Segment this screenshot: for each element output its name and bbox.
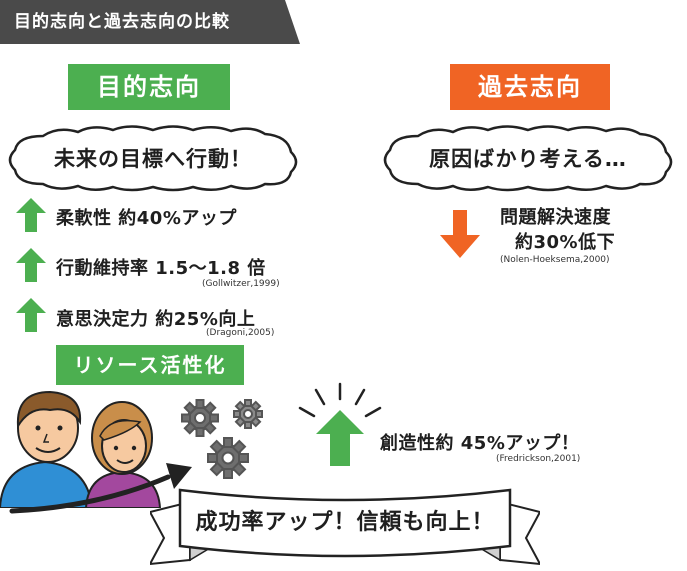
citation-nolen-hoeksema: (Nolen-Hoeksema,2000) (500, 255, 610, 265)
past-oriented-label: 過去志向 (450, 64, 610, 110)
resource-activation-label: リソース活性化 (56, 345, 244, 385)
progress-arrow-icon (9, 463, 192, 514)
past-thought-text: 原因ばかり考える… (429, 147, 627, 171)
cloud-shape (8, 125, 298, 192)
header-tag: 目的志向と過去志向の比較 (0, 0, 300, 44)
gear-large (181, 399, 219, 437)
gears-icon (181, 399, 263, 479)
up-arrow-icon (16, 298, 46, 332)
cloud-shape (383, 125, 673, 192)
gear-medium (207, 437, 249, 479)
big-up-arrow-icon (316, 410, 364, 466)
citation-gollwitzer: (Gollwitzer,1999) (202, 279, 280, 289)
problem-solving-stat-line1: 問題解決速度 (500, 207, 611, 228)
goal-oriented-label: 目的志向 (68, 64, 230, 110)
past-thought-cloud: 原因ばかり考える… (378, 122, 678, 194)
page-title: 目的志向と過去志向の比較 (14, 12, 230, 32)
up-arrow-icon (16, 248, 46, 282)
ribbon-shape (150, 488, 540, 566)
citation-fredrickson: (Fredrickson,2001) (496, 454, 581, 464)
flexibility-stat: 柔軟性 約40%アップ (56, 208, 237, 229)
citation-dragoni: (Dragoni,2005) (206, 328, 275, 338)
header-tag-shape (0, 0, 300, 44)
result-banner: 成功率アップ！信頼も向上！ (150, 482, 540, 566)
persistence-stat: 行動維持率 1.5〜1.8 倍 (56, 258, 266, 279)
creativity-stat: 創造性約 45%アップ！ (380, 433, 580, 454)
down-arrow-icon (440, 210, 480, 258)
goal-thought-text: 未来の目標へ行動！ (54, 147, 252, 171)
problem-solving-stat-line2: 約30%低下 (515, 232, 616, 253)
goal-thought-cloud: 未来の目標へ行動！ (3, 122, 303, 194)
up-arrow-icon (16, 198, 46, 232)
burst-lines-icon (298, 382, 382, 466)
banner-text: 成功率アップ！信頼も向上！ (195, 510, 495, 535)
gear-small (233, 399, 263, 429)
decision-stat: 意思決定力 約25%向上 (56, 309, 256, 330)
